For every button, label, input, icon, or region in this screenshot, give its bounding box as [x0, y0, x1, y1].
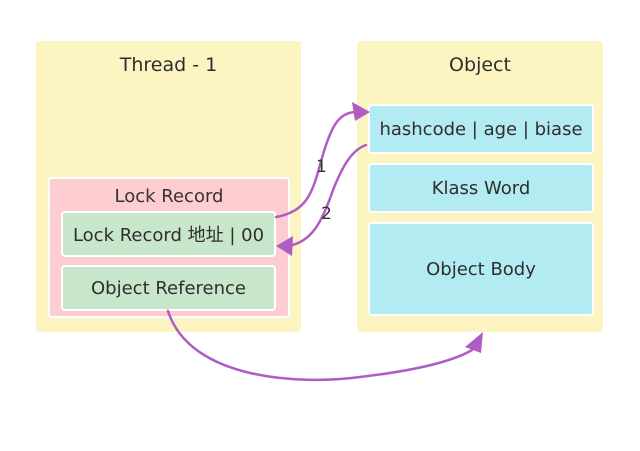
arrow-reference-line [166, 309, 474, 382]
arrow-1-line [274, 110, 358, 219]
mark-word-label: hashcode | age | biase [379, 118, 583, 140]
object-title: Object [449, 54, 511, 76]
arrow-2-line [286, 143, 368, 248]
arrow-2-head [276, 236, 293, 256]
arrow-1-label: 1 [316, 157, 327, 177]
object-reference-label: Object Reference [91, 277, 246, 299]
object-body-label: Object Body [426, 258, 536, 280]
klass-word-label: Klass Word [431, 177, 531, 199]
klass-word-field: Klass Word [368, 163, 594, 213]
lock-record-address-label: Lock Record 地址 | 00 [72, 225, 265, 246]
arrow-reference-head [465, 332, 483, 353]
object-reference-field: Object Reference [61, 265, 276, 311]
lock-record-address-field: Lock Record 地址 | 00 [61, 211, 276, 257]
arrow-1-head [352, 102, 370, 121]
arrow-2-label: 2 [321, 204, 332, 224]
lock-record-title: Lock Record [114, 186, 224, 207]
thread-title: Thread - 1 [119, 54, 218, 76]
object-body-field: Object Body [368, 222, 594, 316]
mark-word-field: hashcode | age | biase [368, 104, 594, 154]
